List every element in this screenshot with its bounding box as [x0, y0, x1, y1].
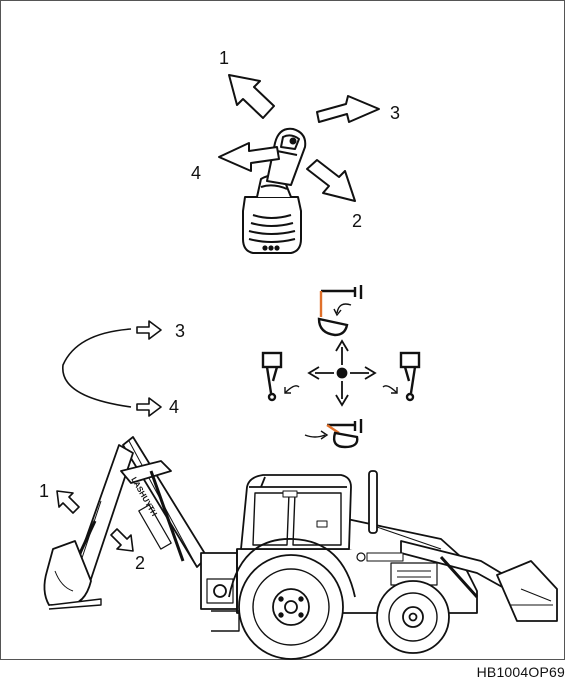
direction-cross: [309, 341, 375, 405]
joystick-label-4: 4: [191, 163, 201, 183]
bucket-icon: [319, 285, 361, 335]
schematic-label-4: 4: [169, 397, 179, 417]
figure-frame: 1 3 4 2 3 4: [0, 0, 565, 660]
bucket-icon: [383, 353, 419, 400]
joystick-label-3: 3: [390, 103, 400, 123]
joystick-label-2: 2: [352, 211, 362, 231]
figure-code: HB1004OP69: [477, 664, 565, 680]
joystick-label-1: 1: [219, 48, 229, 68]
arrow-icon: [137, 321, 161, 416]
swing-arc: [63, 329, 131, 407]
machine-label-2: 2: [135, 553, 145, 573]
schematic-label-3: 3: [175, 321, 185, 341]
diagram-canvas: 1 3 4 2 3 4: [1, 1, 566, 661]
bucket-icon: [305, 419, 361, 447]
machine-label-1: 1: [39, 481, 49, 501]
bucket-icon: [263, 353, 299, 400]
